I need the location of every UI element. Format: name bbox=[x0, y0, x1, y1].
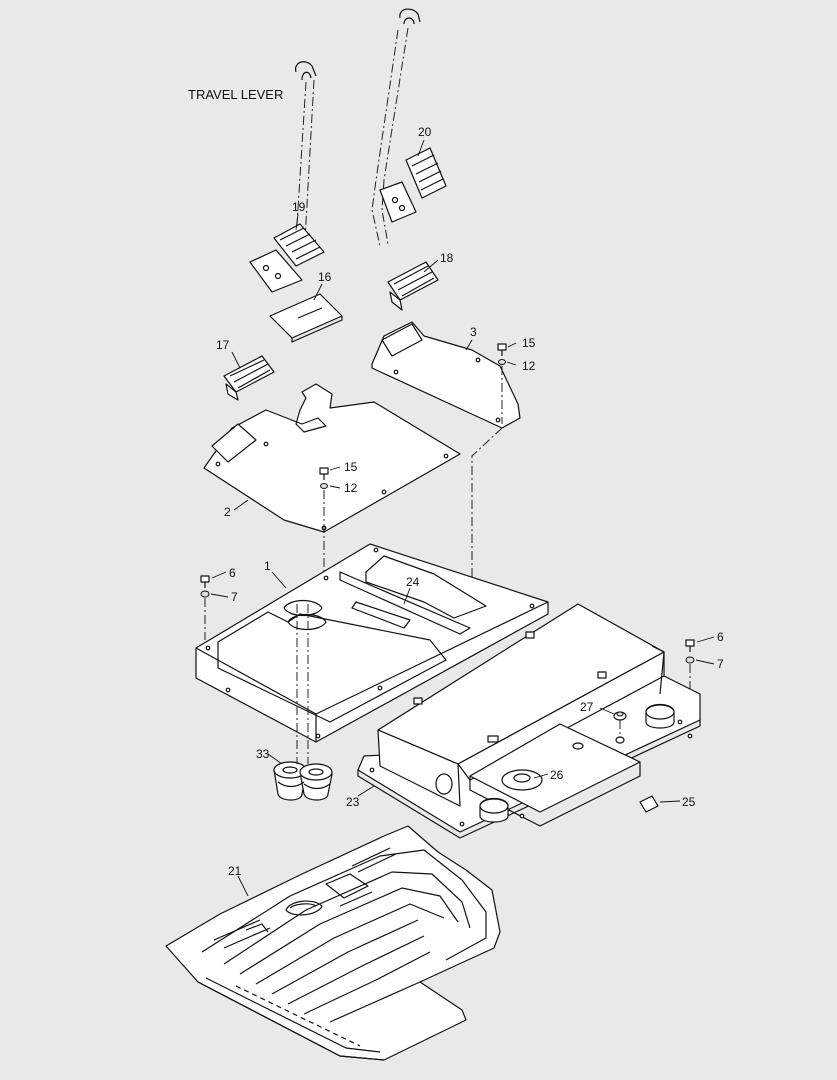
bolt-6-left bbox=[200, 575, 210, 640]
plate-3 bbox=[371, 321, 521, 429]
floor-mat-21 bbox=[165, 825, 501, 1061]
travel-lever-right bbox=[371, 8, 421, 247]
callout-25: 25 bbox=[682, 795, 696, 809]
travel-lever-left bbox=[294, 61, 317, 241]
pedal-18 bbox=[387, 261, 439, 311]
grommet-27 bbox=[613, 711, 627, 738]
clip-25 bbox=[639, 795, 659, 813]
callout-labels: 20 19 18 16 3 15 12 17 15 12 2 6 7 1 24 … bbox=[216, 125, 724, 878]
callout-3: 3 bbox=[470, 325, 477, 339]
callout-16: 16 bbox=[318, 270, 332, 284]
callout-7-left: 7 bbox=[231, 590, 238, 604]
callout-12-middle: 12 bbox=[344, 481, 358, 495]
callout-7-right: 7 bbox=[717, 657, 724, 671]
callout-21: 21 bbox=[228, 864, 242, 878]
callout-6-right: 6 bbox=[717, 630, 724, 644]
callout-12-upper: 12 bbox=[522, 359, 536, 373]
cap-right bbox=[645, 703, 675, 729]
pedal-17 bbox=[223, 355, 275, 401]
callout-20: 20 bbox=[418, 125, 432, 139]
callout-27: 27 bbox=[580, 700, 594, 714]
base-plate-1 bbox=[195, 543, 549, 743]
callout-18: 18 bbox=[440, 251, 454, 265]
callout-2: 2 bbox=[224, 505, 231, 519]
callout-33: 33 bbox=[256, 747, 270, 761]
callout-15-upper: 15 bbox=[522, 336, 536, 350]
callout-26: 26 bbox=[550, 768, 564, 782]
cap-left bbox=[479, 797, 509, 823]
guide-line bbox=[471, 427, 503, 634]
callout-23: 23 bbox=[346, 795, 360, 809]
boots-33 bbox=[273, 604, 333, 801]
leader-lines bbox=[210, 139, 715, 897]
bolt-15-upper bbox=[497, 343, 507, 424]
callout-6-left: 6 bbox=[229, 566, 236, 580]
diagram-title: TRAVEL LEVER bbox=[188, 87, 283, 102]
pedal-20 bbox=[379, 147, 447, 223]
callout-15-middle: 15 bbox=[344, 460, 358, 474]
callout-24: 24 bbox=[406, 575, 420, 589]
callout-17: 17 bbox=[216, 338, 230, 352]
callout-1: 1 bbox=[264, 559, 271, 573]
floor-plate-2 bbox=[203, 383, 461, 533]
grommet-26 bbox=[501, 769, 543, 791]
pedal-19 bbox=[249, 223, 325, 293]
plate-16 bbox=[269, 293, 343, 343]
callout-19: 19 bbox=[292, 200, 306, 214]
